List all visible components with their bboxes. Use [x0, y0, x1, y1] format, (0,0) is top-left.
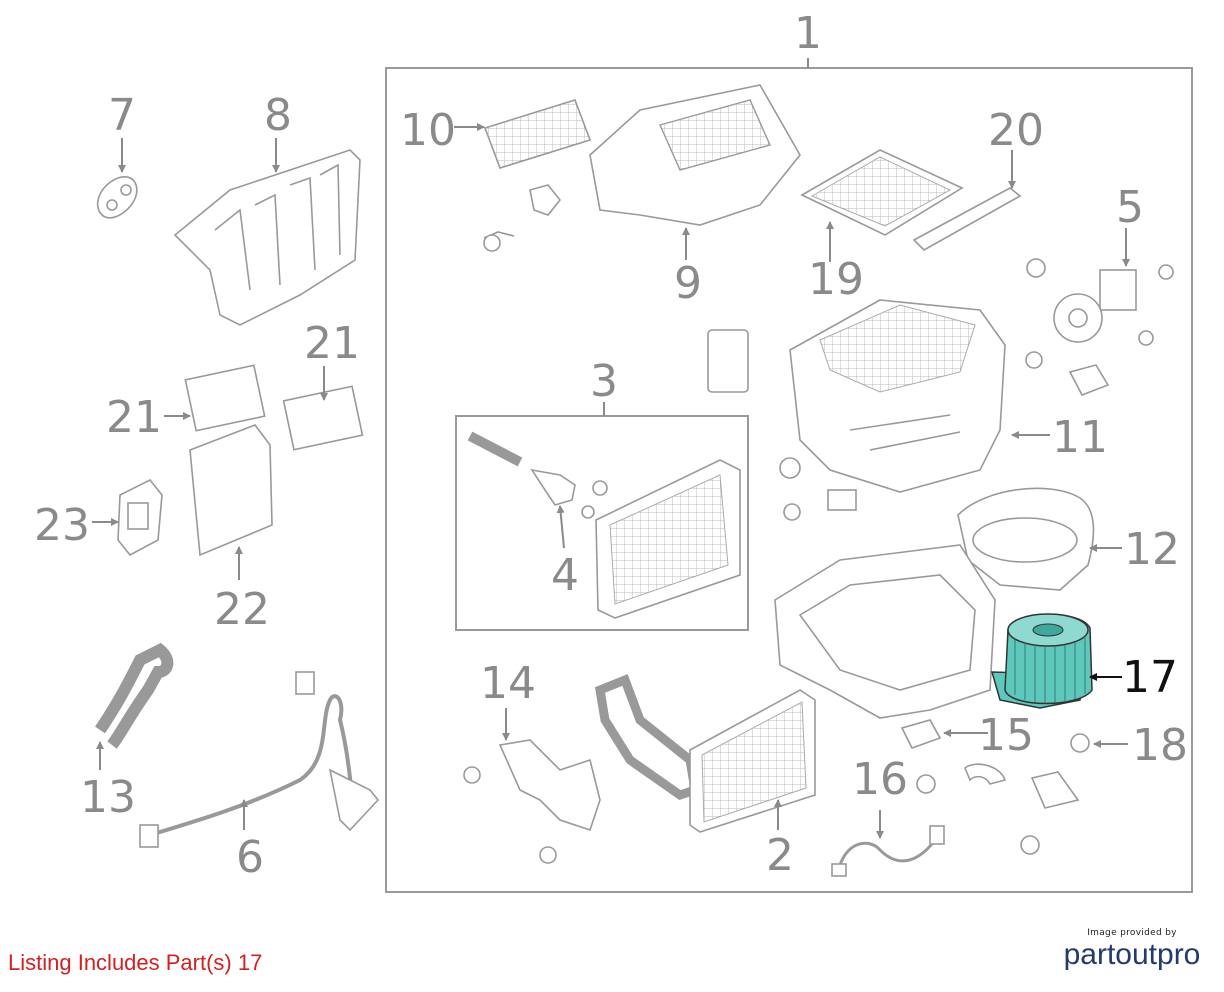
part-7-grommet — [96, 176, 138, 219]
callout-21-left: 21 — [106, 392, 162, 443]
part-14-bracket — [463, 739, 601, 864]
callout-19: 19 — [808, 254, 864, 305]
part-10-grille — [483, 99, 592, 169]
callout-4: 4 — [551, 550, 579, 601]
subassembly-frame — [455, 415, 749, 631]
part-21-filter-right — [282, 385, 364, 451]
callout-18: 18 — [1132, 720, 1188, 771]
included-parts-caption: Listing Includes Part(s) 17 — [8, 950, 262, 976]
part-8-duct — [173, 149, 361, 326]
assembly-frame — [385, 67, 1193, 893]
part-19-cabin-filter — [800, 149, 964, 236]
part-3-evaporator — [595, 459, 741, 619]
callout-10: 10 — [400, 105, 456, 156]
seal-block — [707, 329, 749, 393]
part-23-gasket — [117, 478, 163, 557]
fasteners — [916, 733, 1090, 855]
part-11-upper-case — [779, 299, 1006, 521]
part-22-pad — [189, 424, 273, 557]
credit-text: Image provided by — [1087, 928, 1177, 938]
callout-21-top: 21 — [304, 318, 360, 369]
part-21-filter-left — [184, 364, 266, 432]
part-16-harness — [831, 825, 945, 877]
image-credit: Image provided by partoutpro — [1052, 928, 1212, 970]
caption-text: Listing Includes Part(s) — [8, 950, 232, 975]
part-9-housing — [483, 84, 801, 252]
callout-9: 9 — [674, 258, 702, 309]
callout-17: 17 — [1122, 652, 1178, 703]
lower-case — [774, 544, 996, 719]
callout-3: 3 — [590, 356, 618, 407]
callout-1: 1 — [794, 8, 822, 59]
callout-15: 15 — [978, 710, 1034, 761]
partoutpro-logo: partoutpro — [1063, 938, 1201, 971]
callout-16: 16 — [852, 754, 908, 805]
part-15-resistor — [900, 719, 942, 749]
part-5-actuator — [1025, 258, 1174, 397]
part-13-hose — [95, 642, 174, 749]
callout-22: 22 — [214, 584, 270, 635]
part-20-seal — [912, 187, 1022, 251]
callout-12: 12 — [1124, 524, 1180, 575]
callout-20: 20 — [988, 105, 1044, 156]
callout-arrows — [92, 123, 1130, 839]
part-12-scroll — [957, 487, 1095, 591]
caption-parts: 17 — [237, 950, 263, 975]
callout-8: 8 — [264, 90, 292, 141]
callout-6: 6 — [236, 832, 264, 883]
part-6-harness — [139, 671, 380, 848]
callout-2: 2 — [766, 830, 794, 881]
part-17-blower-motor — [990, 613, 1093, 709]
callout-11: 11 — [1052, 412, 1108, 463]
callout-14: 14 — [480, 658, 536, 709]
callout-13: 13 — [80, 772, 136, 823]
callout-5: 5 — [1116, 182, 1144, 233]
part-4-valve — [467, 431, 608, 519]
callout-7: 7 — [108, 90, 136, 141]
part-2-heater-core — [594, 674, 816, 833]
callout-23: 23 — [34, 500, 90, 551]
